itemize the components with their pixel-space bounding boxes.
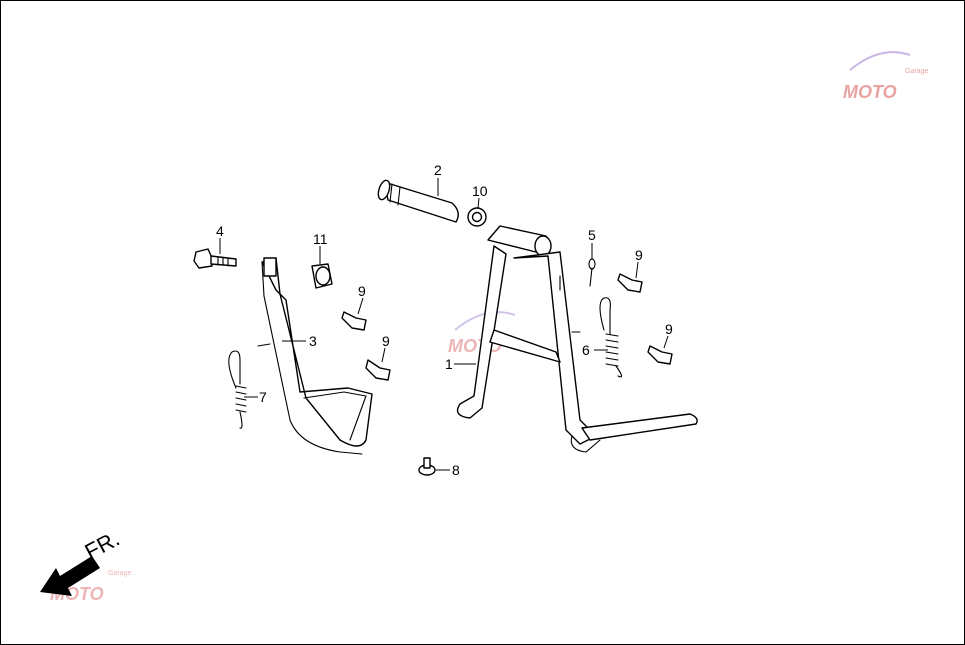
callout-5: 5 <box>588 227 596 243</box>
split-pin-part <box>588 258 596 287</box>
callout-10: 10 <box>472 183 488 199</box>
callout-9: 9 <box>635 247 643 263</box>
callout-11: 11 <box>313 231 328 247</box>
side-stand-spring-part <box>228 350 247 429</box>
watermark-top-right: MOTO Garage <box>843 51 928 102</box>
callout-4: 4 <box>216 223 224 239</box>
callout-9: 9 <box>382 333 390 349</box>
bolt-part <box>617 273 643 293</box>
bolt-part <box>365 359 391 381</box>
front-label: FR. <box>81 526 124 565</box>
main-stand-spring-part <box>599 297 623 378</box>
side-stand-bolt-part <box>193 248 237 269</box>
callout-7: 7 <box>259 389 267 405</box>
callout-3: 3 <box>309 333 317 349</box>
bolt-part <box>647 345 673 365</box>
main-stand-part <box>456 225 698 453</box>
callout-9: 9 <box>665 321 673 337</box>
bolt-part <box>341 311 367 331</box>
leader-lines <box>219 178 669 471</box>
side-stand-part <box>257 257 373 455</box>
callout-1: 1 <box>445 356 453 372</box>
nut-part <box>311 263 333 289</box>
watermark-subtext: Garage <box>108 570 131 577</box>
front-arrow-icon <box>40 556 100 596</box>
callout-9: 9 <box>358 283 366 299</box>
callout-6: 6 <box>582 342 590 358</box>
watermark-text: MOTO <box>843 82 897 102</box>
callout-8: 8 <box>452 462 460 478</box>
small-bolt-part <box>418 457 436 476</box>
washer-part <box>467 207 487 227</box>
callout-2: 2 <box>434 162 442 178</box>
pivot-shaft-part <box>377 179 459 223</box>
watermark-subtext: Garage <box>905 68 928 75</box>
